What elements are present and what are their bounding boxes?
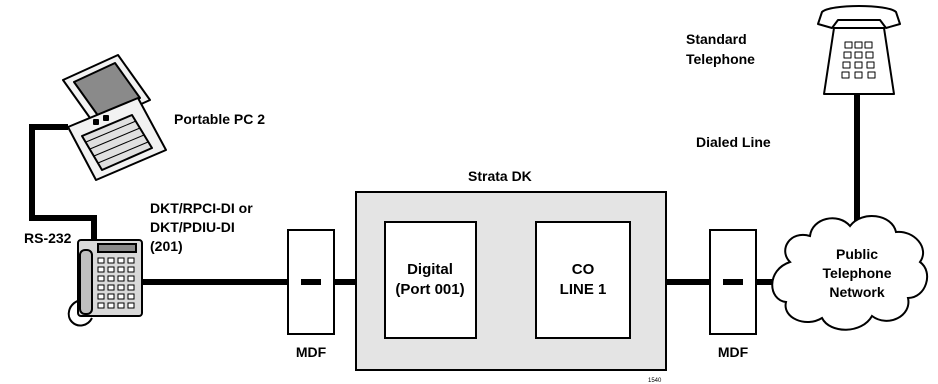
co-line-label-line2: LINE 1 — [560, 281, 607, 298]
dkt-interface-label: DKT/RPCI-DI or DKT/PDIU-DI (201) — [150, 200, 253, 254]
digital-port-box — [384, 221, 477, 339]
network-label-line3: Network — [829, 284, 884, 300]
svg-text:DKT/RPCI-DI or: DKT/RPCI-DI or — [150, 200, 253, 216]
rs232-label: RS-232 — [24, 230, 72, 246]
mdf-right-label: MDF — [718, 344, 749, 360]
strata-dk-label: Strata DK — [468, 168, 532, 184]
rs232-cable — [29, 124, 97, 240]
cloud-icon — [771, 214, 929, 331]
mdf-left-label: MDF — [296, 344, 327, 360]
co-line-label-line1: CO — [572, 261, 595, 278]
digital-port-label-line2: (Port 001) — [395, 281, 464, 298]
key-telephone-icon — [67, 239, 143, 327]
svg-text:DKT/PDIU-DI: DKT/PDIU-DI — [150, 219, 235, 235]
dialed-line-label: Dialed Line — [696, 134, 771, 150]
svg-text:(201): (201) — [150, 238, 183, 254]
standard-telephone-icon — [817, 5, 901, 95]
laptop-icon — [62, 54, 167, 181]
co-line-box — [535, 221, 631, 339]
portable-pc-label: Portable PC 2 — [174, 111, 265, 127]
standard-telephone-label-line1: Standard — [686, 31, 747, 47]
network-label-line2: Telephone — [823, 265, 892, 281]
mdf-left — [287, 229, 335, 335]
standard-telephone-label-line2: Telephone — [686, 51, 755, 67]
network-label-line1: Public — [836, 246, 878, 262]
figure-id: 1540 — [648, 378, 662, 384]
mdf-right — [709, 229, 757, 335]
digital-port-label-line1: Digital — [407, 261, 453, 278]
